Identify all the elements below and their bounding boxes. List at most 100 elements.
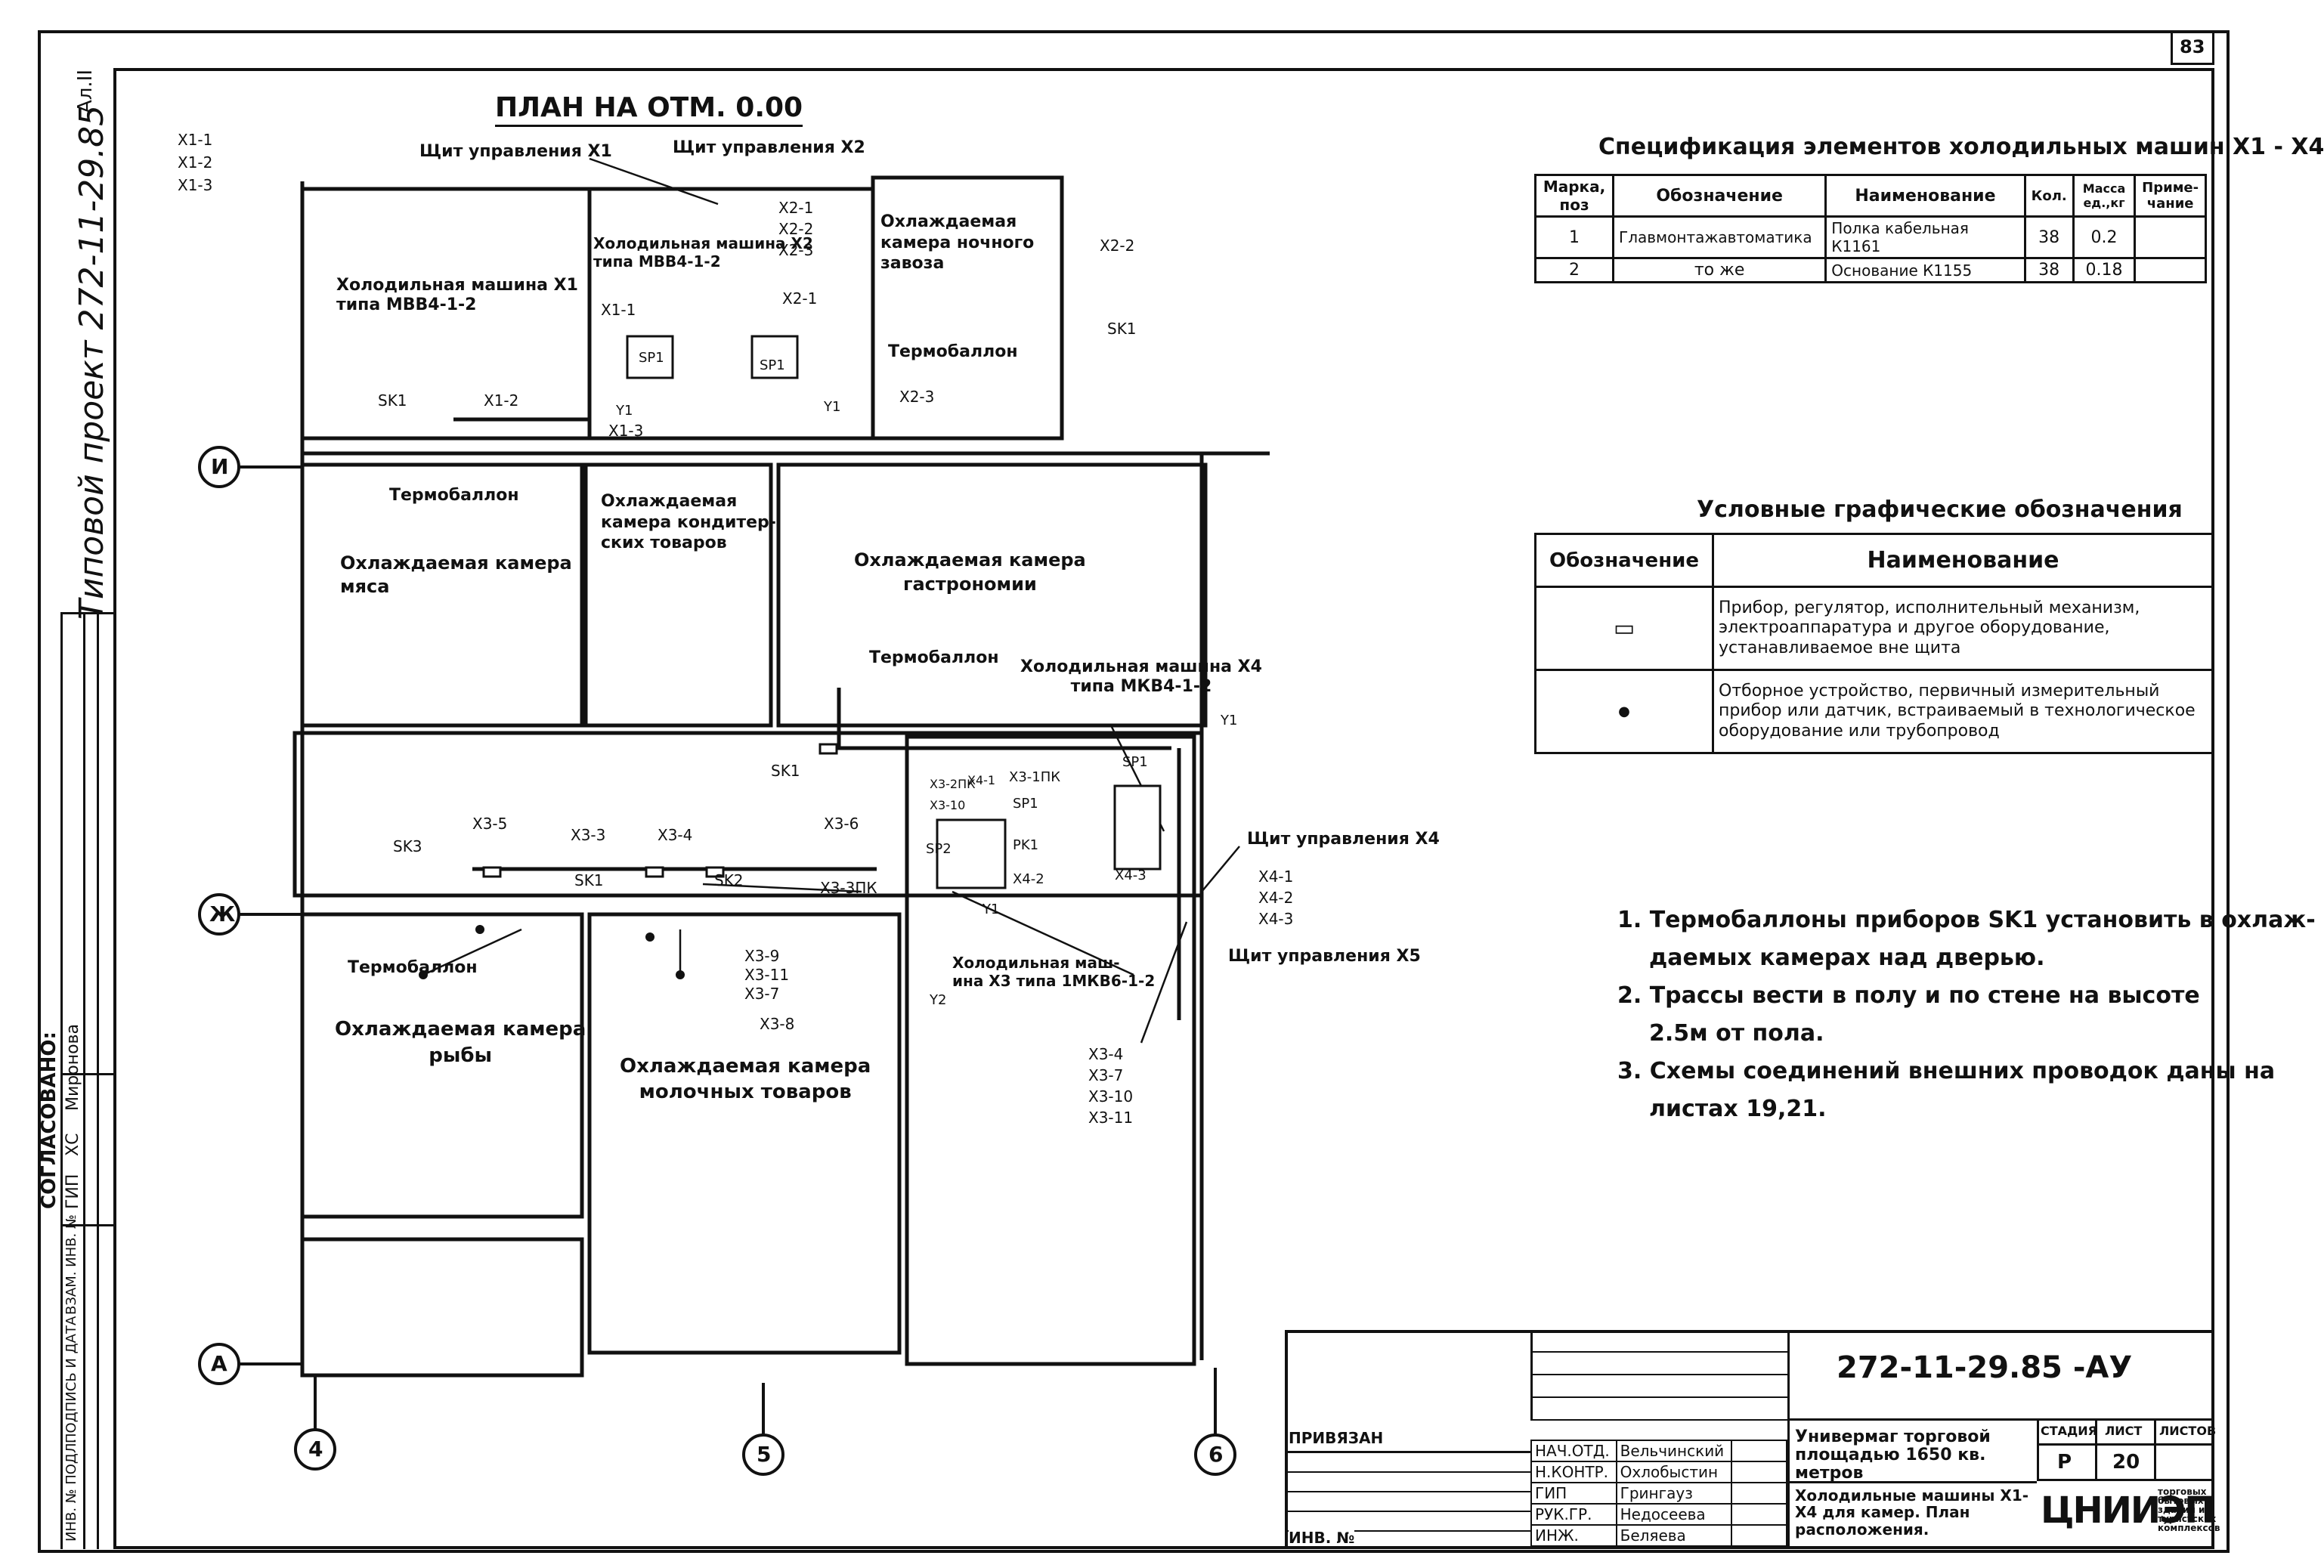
spec-cell [2134,215,2207,259]
room-fish: Охлаждаемая камера рыбы [335,1018,586,1068]
table-row: 2 то же Основание К1155 38 0.18 [1533,257,2207,283]
tag-y1-x3: Y1 [983,902,1000,917]
plan-title: ПЛАН НА ОТМ. 0.00 [495,94,803,127]
tag-x2-1-route: Х2-1 [782,289,818,308]
tag-x3-9: Х3-1ПК [1009,769,1061,785]
tag-x1-1-route: Х1-1 [601,301,636,319]
staff-signature [1731,1503,1787,1526]
machine-x4-label: Холодильная машина Х4 типа МКВ4-1-2 [1020,657,1262,697]
tag-x3-2: Х3-4 [658,826,693,844]
table-row: Марка, поз Обозначение Наименование Кол.… [1533,174,2207,218]
staff-name: Вельчинский [1615,1440,1733,1462]
side-strip-divider [83,612,85,1549]
tag-sp1-x3: SP1 [1013,796,1038,812]
spec-title: Спецификация элементов холодильных машин… [1598,134,2324,160]
tag-x3-4: Х3-4 [1088,1045,1124,1063]
tag-sk2: SK2 [714,871,744,889]
tag-y2: Y2 [930,992,947,1008]
tag-x2-1: Х2-1 [778,199,814,217]
table-row: ГИП Грингауз [1530,1482,1787,1505]
device-sp2-x3 [936,818,1007,889]
tag-x1-3-route: Х1-3 [608,422,644,440]
tag-x4-1: Х4-1 [1258,868,1294,886]
spec-table: Марка, поз Обозначение Наименование Кол.… [1533,174,2207,283]
spec-cell: 38 [2023,257,2075,283]
tag-pk1: PK1 [1013,837,1039,853]
tag-x2-3-route: Х2-3 [899,388,935,406]
staff-role: НАЧ.ОТД. [1530,1440,1617,1462]
legend-header: Обозначение [1534,533,1714,588]
spec-cell: 38 [2023,215,2075,259]
titleblock-sheet-title: Холодильные машины Х1-Х4 для камер. План… [1795,1486,2029,1539]
room-night-chamber: Охлаждаемая камера ночного завоза [880,212,1035,273]
room-machine-x2: Холодильная машина Х2 типа МВВ4-1-2 [593,234,813,271]
spec-header: Обозначение [1612,174,1827,218]
legend-symbol: ▭ [1534,586,1714,671]
titleblock-code: 272-11-29.85 -АУ [1837,1350,2133,1385]
tag-x1-2: Х1-2 [178,153,213,172]
tag-x3-10: Х3-10 [1088,1087,1134,1106]
tag-x3-7: Х3-7 [1088,1066,1124,1084]
spec-cell: то же [1612,257,1827,283]
titleblock-sheet-label: ЛИСТ [2105,1424,2143,1438]
spec-header: Кол. [2023,174,2075,218]
legend-header: Наименование [1712,533,2214,588]
axis-label-A: А [211,1351,227,1376]
tag-x3-2pk: Х3-11 [744,966,790,984]
titleblock-divider [2037,1443,2214,1446]
axis-label-5: 5 [757,1442,772,1467]
tag-x3-6: Х3-8 [760,1015,795,1033]
tag-x3-5: Х3-7 [744,985,780,1003]
tag-sk1-fish: SK1 [574,871,604,889]
notes-block: 1. Термобаллоны приборов SK1 установить … [1617,907,2316,1133]
machine-x3-label: Холодильная маш- ина Х3 типа 1МКВ6-1-2 [952,954,1156,990]
floor-plan [198,157,1270,1476]
spec-header: Марка, поз [1533,174,1615,218]
tag-x3-8: Х3-10 [930,798,966,812]
device-sk1 [482,866,502,878]
note-line: 2. Трассы вести в полу и по стене на выс… [1617,982,2200,1009]
staff-table: НАЧ.ОТД. Вельчинский Н.КОНТР. Охлобыстин… [1530,1440,1787,1547]
titleblock-divider [2095,1421,2097,1481]
wall-corridor [292,731,1204,898]
side-strip-divider [60,1073,113,1075]
table-row: Н.КОНТР. Охлобыстин [1530,1461,1787,1483]
tag-x4-2: Х4-2 [1258,889,1294,907]
staff-name: Грингауз [1615,1482,1733,1505]
spec-cell: Основание К1155 [1824,257,2026,283]
panel-label-x5: Щит управления Х5 [1228,947,1421,966]
thermo-label-1: Термобаллон [389,486,519,505]
spec-cell: 0.18 [2072,257,2137,283]
titleblock-code-box [1787,1330,2214,1421]
spec-cell: 2 [1533,257,1615,283]
staff-signature [1731,1440,1787,1462]
thermo-label-3: Термобаллон [869,648,999,667]
titleblock-top-grid [1530,1330,1787,1421]
spec-cell [2134,257,2207,283]
titleblock-stage-box [2037,1421,2214,1481]
tag-sk1-night: SK1 [1107,320,1137,338]
staff-role: ГИП [1530,1482,1617,1505]
titleblock-privyazan: ПРИВЯЗАН [1289,1429,1384,1447]
tag-x3-3: Х3-5 [472,815,508,833]
sheet-corner-box [2171,30,2214,65]
table-row: РУК.ГР. Недосеева [1530,1503,1787,1526]
table-row: 1 Главмонтажавтоматика Полка кабельная К… [1533,215,2207,259]
note-line: листах 19,21. [1649,1096,1827,1122]
staff-role: Н.КОНТР. [1530,1461,1617,1483]
panel-label-x1: Щит управления Х1 [419,142,612,161]
table-row: ● Отборное устройство, первичный измерит… [1534,669,2214,754]
tag-x3-1: Х3-3 [571,826,606,844]
titleblock-org-sub: торговых бытовых зданий и туристских ком… [2158,1486,2220,1533]
titleblock-divider [2154,1421,2156,1481]
legend-table: Обозначение Наименование ▭ Прибор, регул… [1534,533,2214,754]
inner-frame [113,68,2214,1549]
table-row: ИНЖ. Беляева [1530,1524,1787,1547]
device-sk3 [705,866,725,878]
spec-header: Приме- чание [2134,174,2207,218]
panel-label-x2: Щит управления Х2 [673,138,865,157]
tag-x3-11-route: Х4-2 [1013,871,1044,887]
thermo-label-4: Термобаллон [348,958,478,977]
sensor-dot [419,970,428,979]
tag-sp2: SP2 [926,841,952,857]
